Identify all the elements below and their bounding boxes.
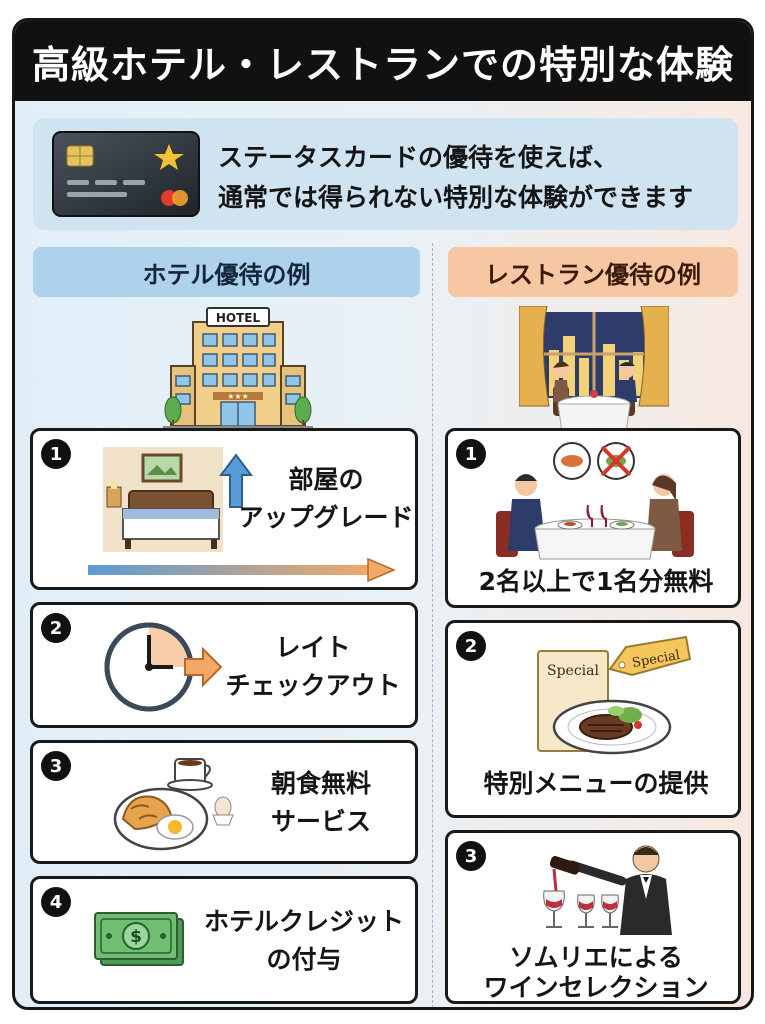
restaurant-dinner-icon [519,306,669,433]
intro-banner: ステータスカードの優待を使えば、 通常では得られない特別な体験ができます [33,118,738,230]
hotel-benefit-1-line-1: 部屋の [288,465,364,494]
hotel-sign-text: HOTEL [216,311,261,325]
special-menu-icon: Special Special [537,635,692,755]
restaurant-section-heading: レストラン優待の例 [448,247,738,297]
restaurant-benefit-card-1: 1 2名以上で1名分無料 [445,428,741,608]
number-badge-4: 4 [41,887,71,917]
number-badge-2: 2 [456,631,486,661]
hotel-benefit-card-1: 1 部屋の アップグレード [30,428,418,590]
credit-card-icon [52,131,200,217]
restaurant-benefit-3-line-2: ワインセレクション [483,973,709,1002]
hotel-benefit-card-3: 3 朝食無料 サービス [30,740,418,864]
number-badge-3: 3 [41,751,71,781]
hotel-building-icon: HOTEL ★★★ [163,307,313,430]
hotel-section-heading: ホテル優待の例 [33,247,420,297]
number-badge-1: 1 [456,439,486,469]
number-badge-2: 2 [41,613,71,643]
menu-special-text: Special [547,663,600,679]
hotel-benefit-1-line-2: アップグレード [238,503,414,532]
hotel-stars: ★★★ [227,392,249,401]
dining-couple-icon [496,442,694,560]
intro-text-line-2: 通常では得られない特別な体験ができます [218,183,694,212]
hotel-benefit-2-line-1: レイト [275,633,351,662]
restaurant-benefit-1-line-1: 2名以上で1名分無料 [478,567,714,596]
hotel-benefit-card-4: 4 $ ホテルクレジット の付与 [30,876,418,1004]
infographic-frame: 高級ホテル・レストランでの特別な体験 ステータスカードの優待を使えば、 通常では… [12,18,754,1010]
svg-text:$: $ [130,927,142,947]
hotel-benefit-4-line-1: ホテルクレジット [203,907,404,936]
hotel-benefit-card-2: 2 レイト チェックアウト [30,602,418,728]
breakfast-icon [113,758,234,851]
intro-text-line-1: ステータスカードの優待を使えば、 [218,143,619,172]
clock-icon [104,622,223,712]
progress-arrow-icon [88,557,396,583]
hotel-benefit-4-line-2: の付与 [266,945,342,974]
column-divider [432,243,433,1007]
money-icon: $ [94,912,184,966]
hotel-benefit-3-line-1: 朝食無料 [270,769,371,798]
number-badge-1: 1 [41,439,71,469]
restaurant-benefit-card-3: 3 ソムリエによる ワインセレクション [445,830,741,1004]
restaurant-benefit-card-2: 2 Special Special 特別メニューの提供 [445,620,741,818]
hotel-benefit-3-line-2: サービス [270,807,371,836]
sommelier-icon [543,845,672,935]
restaurant-benefit-3-line-1: ソムリエによる [509,943,683,972]
page-title: 高級ホテル・レストランでの特別な体験 [31,42,734,87]
up-arrow-icon [219,453,253,508]
restaurant-benefit-2-line-1: 特別メニューの提供 [483,769,709,798]
hotel-benefit-2-line-2: チェックアウト [225,671,401,700]
number-badge-3: 3 [456,841,486,871]
title-bar: 高級ホテル・レストランでの特別な体験 [15,21,751,101]
room-upgrade-icon [103,447,223,552]
